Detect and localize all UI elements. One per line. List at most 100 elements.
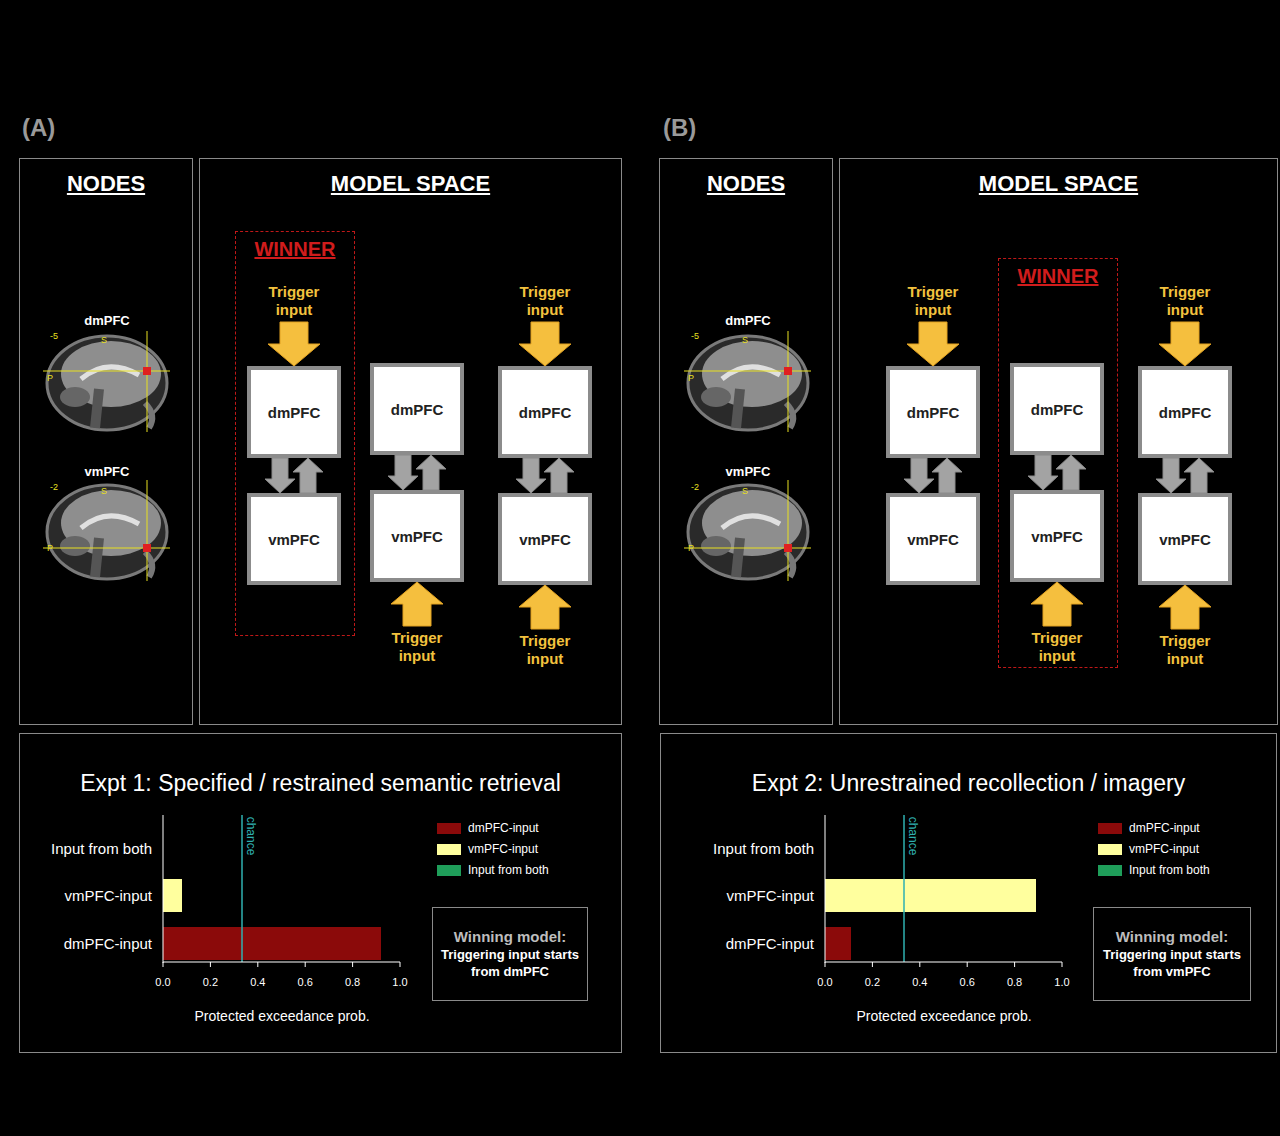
box-heading: Expt 2: Unrestrained recollection / imag… <box>661 770 1276 797</box>
box-heading: Winning model: <box>1116 928 1228 945</box>
legend-row: dmPFC-input <box>437 821 539 835</box>
panel-box: NODES <box>659 158 833 725</box>
box-heading: vmPFC <box>391 528 443 545</box>
connection-arrow <box>265 458 295 493</box>
tick-label: 0.6 <box>960 976 975 988</box>
box-text: Triggering input starts from vmPFC <box>1100 947 1244 980</box>
region-box: vmPFC <box>370 490 464 582</box>
slice-coordinate: P <box>688 373 694 383</box>
slice-coordinate: S <box>101 486 107 496</box>
connection-arrow <box>1184 458 1214 493</box>
region-box: dmPFC <box>498 366 592 458</box>
input-label: Trigger input <box>257 283 331 319</box>
box-heading: Winning model: <box>454 928 566 945</box>
box-heading: WINNER <box>999 265 1117 288</box>
box-heading: NODES <box>660 171 832 197</box>
slice-coordinate: P <box>47 543 53 553</box>
legend-text: Input from both <box>468 863 549 877</box>
slice-coordinate: S <box>742 335 748 345</box>
legend-row: vmPFC-input <box>437 842 538 856</box>
tick-label: 0.8 <box>345 976 360 988</box>
legend-swatch <box>437 865 461 876</box>
connection-arrow <box>932 458 962 493</box>
region-box: dmPFC <box>370 363 464 455</box>
legend-row: Input from both <box>1098 863 1210 877</box>
axis-category: Input from both <box>51 840 152 857</box>
connection-arrow <box>1028 455 1058 490</box>
tick-label: 0.8 <box>1007 976 1022 988</box>
box-heading: MODEL SPACE <box>840 171 1277 197</box>
slice-coordinate: P <box>47 373 53 383</box>
legend-swatch <box>1098 823 1122 834</box>
tick-label: 0.0 <box>155 976 170 988</box>
box-heading: dmPFC <box>519 404 572 421</box>
result-box: Winning model: Triggering input starts fr… <box>432 907 588 1001</box>
winner-box: WINNER dmPFC vmPFC <box>998 258 1118 668</box>
slice-coordinate: P <box>688 543 694 553</box>
legend-row: vmPFC-input <box>1098 842 1199 856</box>
brain-image <box>684 331 811 581</box>
box-heading: WINNER <box>236 238 354 261</box>
brain-image <box>43 331 170 581</box>
box-text: Triggering input starts from dmPFC <box>439 947 581 980</box>
panel-letter: (A) <box>22 114 55 142</box>
legend-text: Input from both <box>1129 863 1210 877</box>
region-label: vmPFC <box>726 464 771 479</box>
chance-label: chance <box>906 817 920 856</box>
connection-arrow <box>516 458 546 493</box>
input-label: Trigger input <box>508 632 582 668</box>
region-label: vmPFC <box>85 464 130 479</box>
result-box: Winning model: Triggering input starts fr… <box>1093 907 1251 1001</box>
axis-category: dmPFC-input <box>726 935 814 952</box>
box-heading: NODES <box>20 171 192 197</box>
connection-arrow <box>1156 458 1186 493</box>
input-label: Trigger input <box>380 629 454 665</box>
region-box: vmPFC <box>1010 490 1104 582</box>
bar-chart <box>825 815 1062 967</box>
box-heading: vmPFC <box>1031 528 1083 545</box>
connection-arrow <box>416 455 446 490</box>
legend-text: vmPFC-input <box>1129 842 1199 856</box>
box-heading: Expt 1: Specified / restrained semantic … <box>20 770 621 797</box>
axis-category: vmPFC-input <box>726 887 814 904</box>
legend-swatch <box>437 823 461 834</box>
legend-swatch <box>1098 844 1122 855</box>
region-label: dmPFC <box>84 313 130 328</box>
tick-label: 1.0 <box>1054 976 1069 988</box>
region-box: vmPFC <box>498 493 592 585</box>
region-box: vmPFC <box>886 493 980 585</box>
slice-coordinate: S <box>742 486 748 496</box>
legend-text: dmPFC-input <box>468 821 539 835</box>
tick-label: 0.0 <box>817 976 832 988</box>
connection-arrow <box>388 455 418 490</box>
input-label: Trigger input <box>508 283 582 319</box>
slice-coordinate: -5 <box>691 331 699 341</box>
box-heading: vmPFC <box>907 531 959 548</box>
slice-coordinate: -2 <box>50 482 58 492</box>
box-heading: dmPFC <box>391 401 444 418</box>
legend-swatch <box>437 844 461 855</box>
box-heading: dmPFC <box>268 404 321 421</box>
legend-row: dmPFC-input <box>1098 821 1200 835</box>
axis-category: dmPFC-input <box>64 935 152 952</box>
region-box: dmPFC <box>1010 363 1104 455</box>
axis-category: vmPFC-input <box>64 887 152 904</box>
legend-text: vmPFC-input <box>468 842 538 856</box>
region-box: dmPFC <box>1138 366 1232 458</box>
input-label: Trigger input <box>1148 283 1222 319</box>
box-heading: vmPFC <box>519 531 571 548</box>
trigger-arrow <box>268 322 1211 629</box>
axis-title: Protected exceedance prob. <box>856 1008 1031 1024</box>
region-label: dmPFC <box>725 313 771 328</box>
legend-row: Input from both <box>437 863 549 877</box>
region-box: dmPFC <box>886 366 980 458</box>
input-label: Trigger input <box>1020 629 1094 665</box>
tick-label: 0.6 <box>298 976 313 988</box>
legend-swatch <box>1098 865 1122 876</box>
region-box: vmPFC <box>247 493 341 585</box>
connection-arrow <box>904 458 934 493</box>
axis-category: Input from both <box>713 840 814 857</box>
slice-coordinate: S <box>101 335 107 345</box>
box-heading: dmPFC <box>907 404 960 421</box>
